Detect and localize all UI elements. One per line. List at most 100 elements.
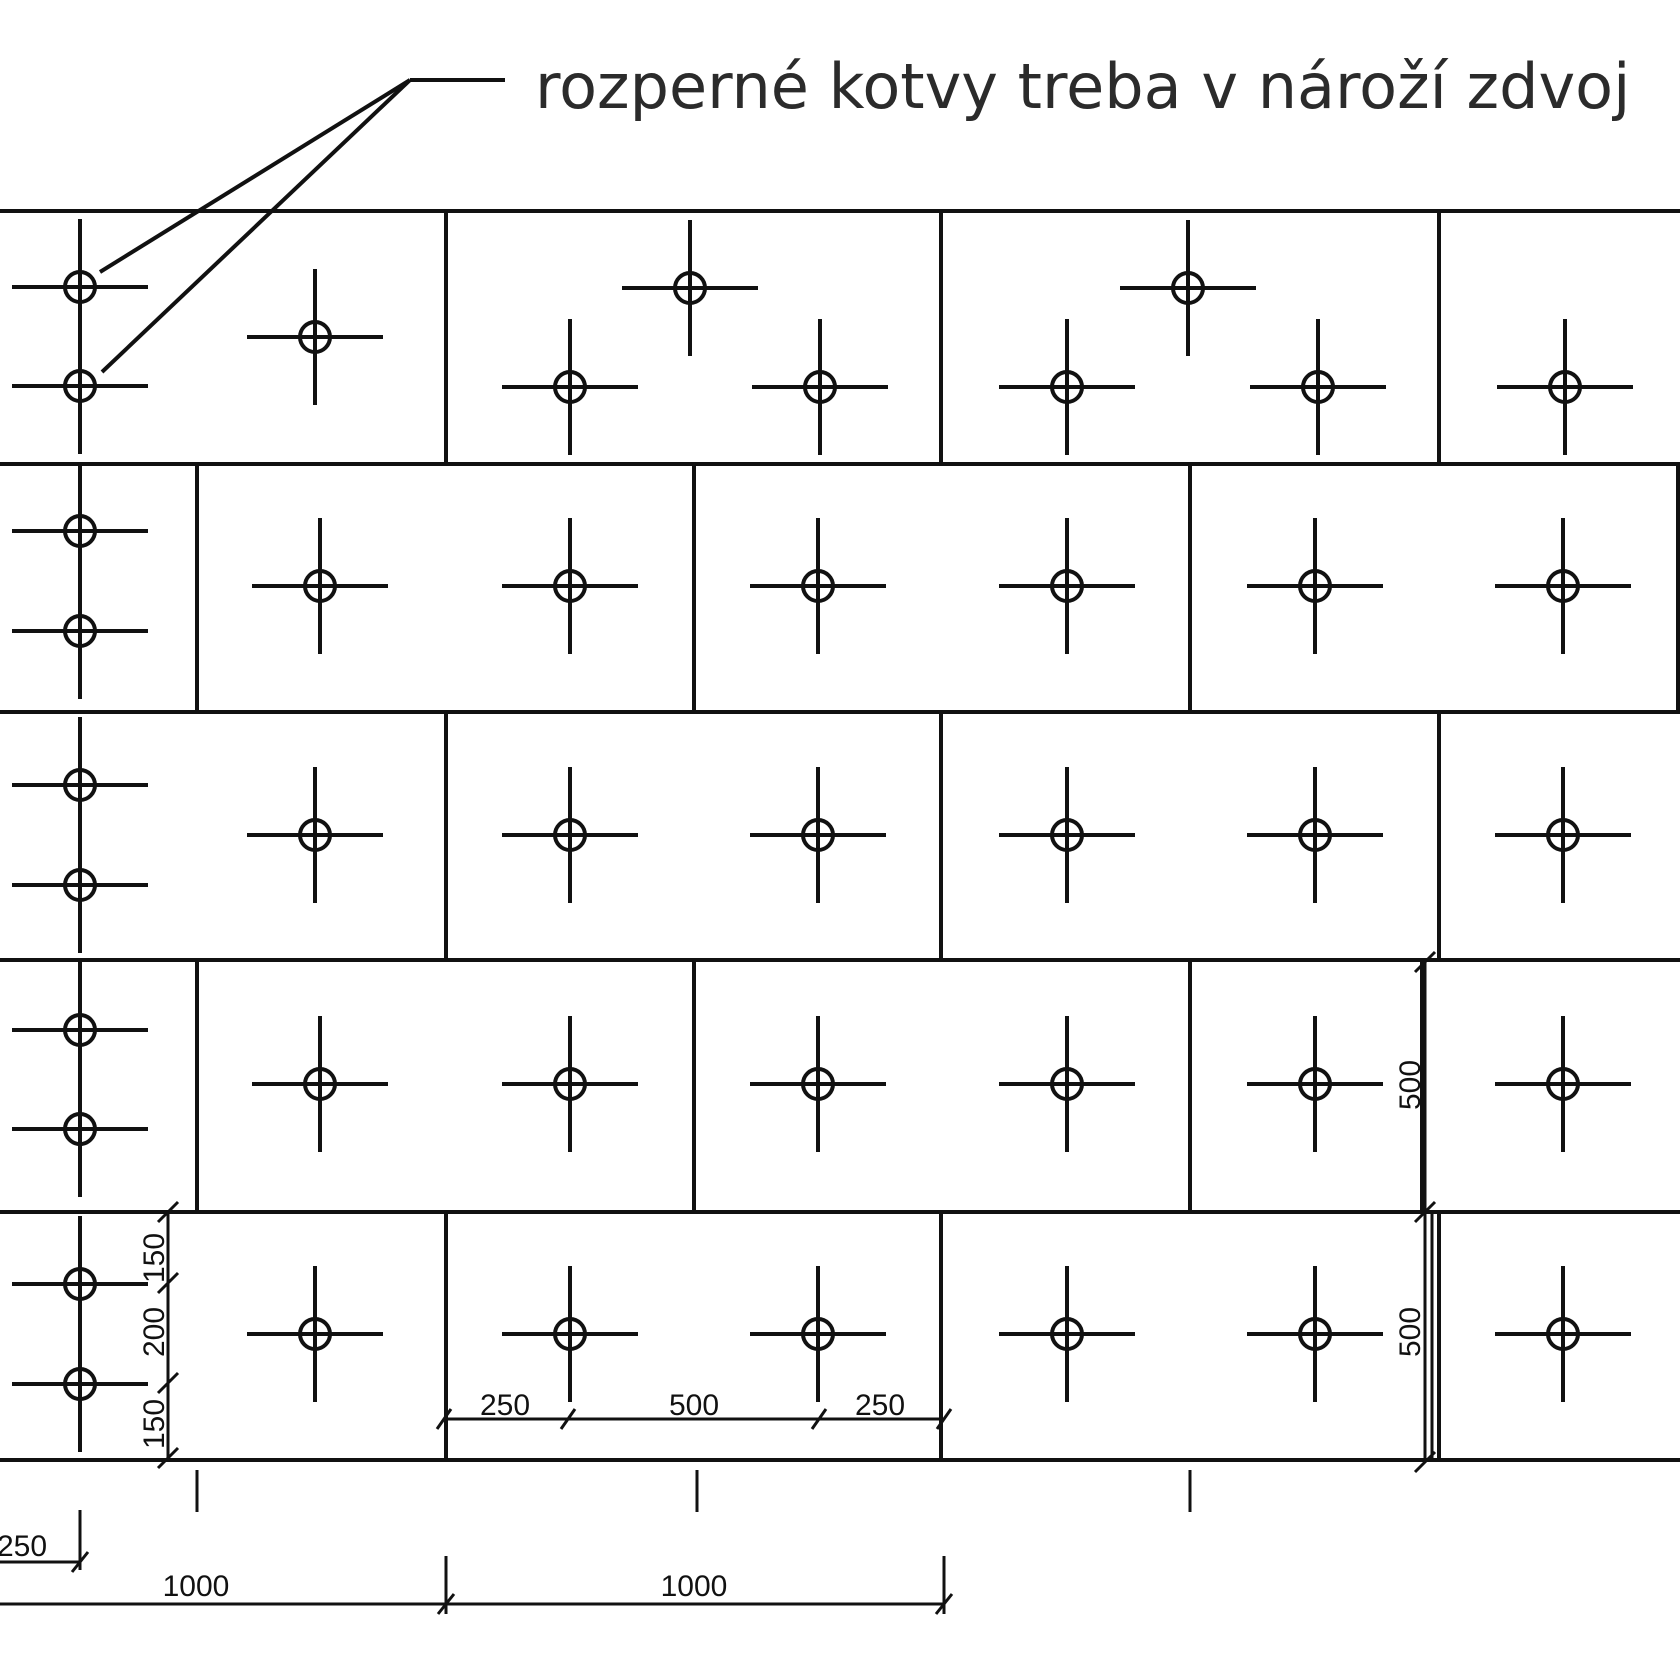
dim-vertical-left-tick-2 (156, 1271, 180, 1295)
anchor-ring (553, 1317, 587, 1351)
anchor-ring (1546, 818, 1580, 852)
dimension-labels: 150 200 150 250 500 250 500 500 250 1000… (0, 1060, 1427, 1603)
anchor-annotation: rozperné kotvy treba v nároží zdvoj (98, 50, 1630, 374)
anchor-crosshair-icon (1495, 1266, 1631, 1402)
anchor-crosshair-icon (999, 518, 1135, 654)
anchor-ring (298, 1317, 332, 1351)
dim-label-vertical-bottom: 150 (138, 1399, 171, 1449)
dim-label-horizontal-middle: 500 (669, 1389, 719, 1422)
anchor-ring (673, 271, 707, 305)
anchor-ring (1298, 1067, 1332, 1101)
anchor-ring (1050, 569, 1084, 603)
anchor-crosshair-icon (999, 1016, 1135, 1152)
dim-horizontal-tick-1 (435, 1408, 453, 1430)
anchor-ring (63, 614, 97, 648)
anchor-crosshair-icon (502, 1016, 638, 1152)
anchor-crosshair-icon (252, 1016, 388, 1152)
dim-label-row-height-lower: 500 (1394, 1307, 1427, 1357)
anchor-ring (303, 569, 337, 603)
dim-board-width-tick-1 (436, 1593, 456, 1615)
anchor-ring (1050, 1317, 1084, 1351)
anchor-grid (12, 219, 1633, 1452)
anchor-ring (801, 1317, 835, 1351)
dim-label-vertical-top: 150 (138, 1233, 171, 1283)
anchor-ring (1298, 569, 1332, 603)
anchor-ring (63, 1267, 97, 1301)
anchor-ring (1546, 1067, 1580, 1101)
anchor-ring (1050, 1067, 1084, 1101)
anchor-ring (63, 868, 97, 902)
anchor-ring (553, 569, 587, 603)
insulation-boards (0, 209, 1680, 1462)
dim-vertical-left-tick-1 (156, 1200, 180, 1224)
anchor-crosshair-icon (750, 767, 886, 903)
anchor-ring (801, 818, 835, 852)
dimension-lines (0, 950, 1437, 1615)
anchor-ring (553, 1067, 587, 1101)
anchor-crosshair-icon (502, 319, 638, 455)
anchor-ring (801, 1067, 835, 1101)
leader-line-lower-anchor (100, 78, 412, 374)
anchor-ring (303, 1067, 337, 1101)
anchor-crosshair-icon (12, 1316, 148, 1452)
anchor-crosshair-icon (247, 269, 383, 405)
dim-label-board-width-first: 1000 (163, 1570, 230, 1603)
anchor-crosshair-icon (752, 319, 888, 455)
anchor-ring (63, 1367, 97, 1401)
anchor-ring (63, 768, 97, 802)
dim-horizontal-tick-3 (810, 1408, 828, 1430)
anchor-crosshair-icon (1120, 220, 1256, 356)
anchor-crosshair-icon (247, 767, 383, 903)
anchor-crosshair-icon (1247, 518, 1383, 654)
dim-vertical-right-tick-1 (1413, 950, 1437, 974)
anchor-ring (1298, 1317, 1332, 1351)
anchor-crosshair-icon (999, 319, 1135, 455)
anchor-ring (803, 370, 837, 404)
anchor-crosshair-icon (1250, 319, 1386, 455)
anchor-crosshair-icon (502, 518, 638, 654)
dim-horizontal-tick-4 (935, 1408, 953, 1430)
anchor-crosshair-icon (502, 767, 638, 903)
dim-board-width-tick-2 (934, 1593, 954, 1615)
dim-vertical-left-tick-4 (156, 1446, 180, 1470)
dim-vertical-right-tick-2 (1413, 1200, 1437, 1224)
anchor-ring (1050, 818, 1084, 852)
anchor-ring (63, 1013, 97, 1047)
anchor-crosshair-icon (12, 817, 148, 953)
dim-horizontal-tick-2 (559, 1408, 577, 1430)
dim-label-board-width-second: 1000 (661, 1570, 728, 1603)
anchor-crosshair-icon (1495, 767, 1631, 903)
dim-label-row-height-upper: 500 (1394, 1060, 1427, 1110)
anchor-crosshair-icon (750, 1016, 886, 1152)
leader-line-upper-anchor (98, 78, 412, 274)
anchor-ring (553, 370, 587, 404)
anchor-crosshair-icon (1247, 1016, 1383, 1152)
anchor-ring (63, 1112, 97, 1146)
anchor-ring (298, 320, 332, 354)
anchor-crosshair-icon (12, 563, 148, 699)
anchor-ring (63, 270, 97, 304)
anchor-ring (1171, 271, 1205, 305)
anchor-crosshair-icon (999, 767, 1135, 903)
anchor-crosshair-icon (247, 1266, 383, 1402)
anchor-crosshair-icon (1247, 767, 1383, 903)
anchor-crosshair-icon (622, 220, 758, 356)
anchor-crosshair-icon (502, 1266, 638, 1402)
anchor-ring (298, 818, 332, 852)
anchor-crosshair-icon (999, 1266, 1135, 1402)
anchor-ring (1546, 569, 1580, 603)
anchor-ring (553, 818, 587, 852)
anchor-crosshair-icon (750, 1266, 886, 1402)
anchor-ring (1298, 818, 1332, 852)
dim-corner-offset-tick (70, 1551, 90, 1573)
anchor-ring (63, 369, 97, 403)
anchor-crosshair-icon (750, 518, 886, 654)
anchor-crosshair-icon (1495, 518, 1631, 654)
anchor-ring (63, 514, 97, 548)
anchor-crosshair-icon (12, 318, 148, 454)
anchor-crosshair-icon (1247, 1266, 1383, 1402)
dim-label-corner-offset: 250 (0, 1530, 47, 1563)
dim-label-horizontal-right: 250 (855, 1389, 905, 1422)
anchor-crosshair-icon (12, 1061, 148, 1197)
